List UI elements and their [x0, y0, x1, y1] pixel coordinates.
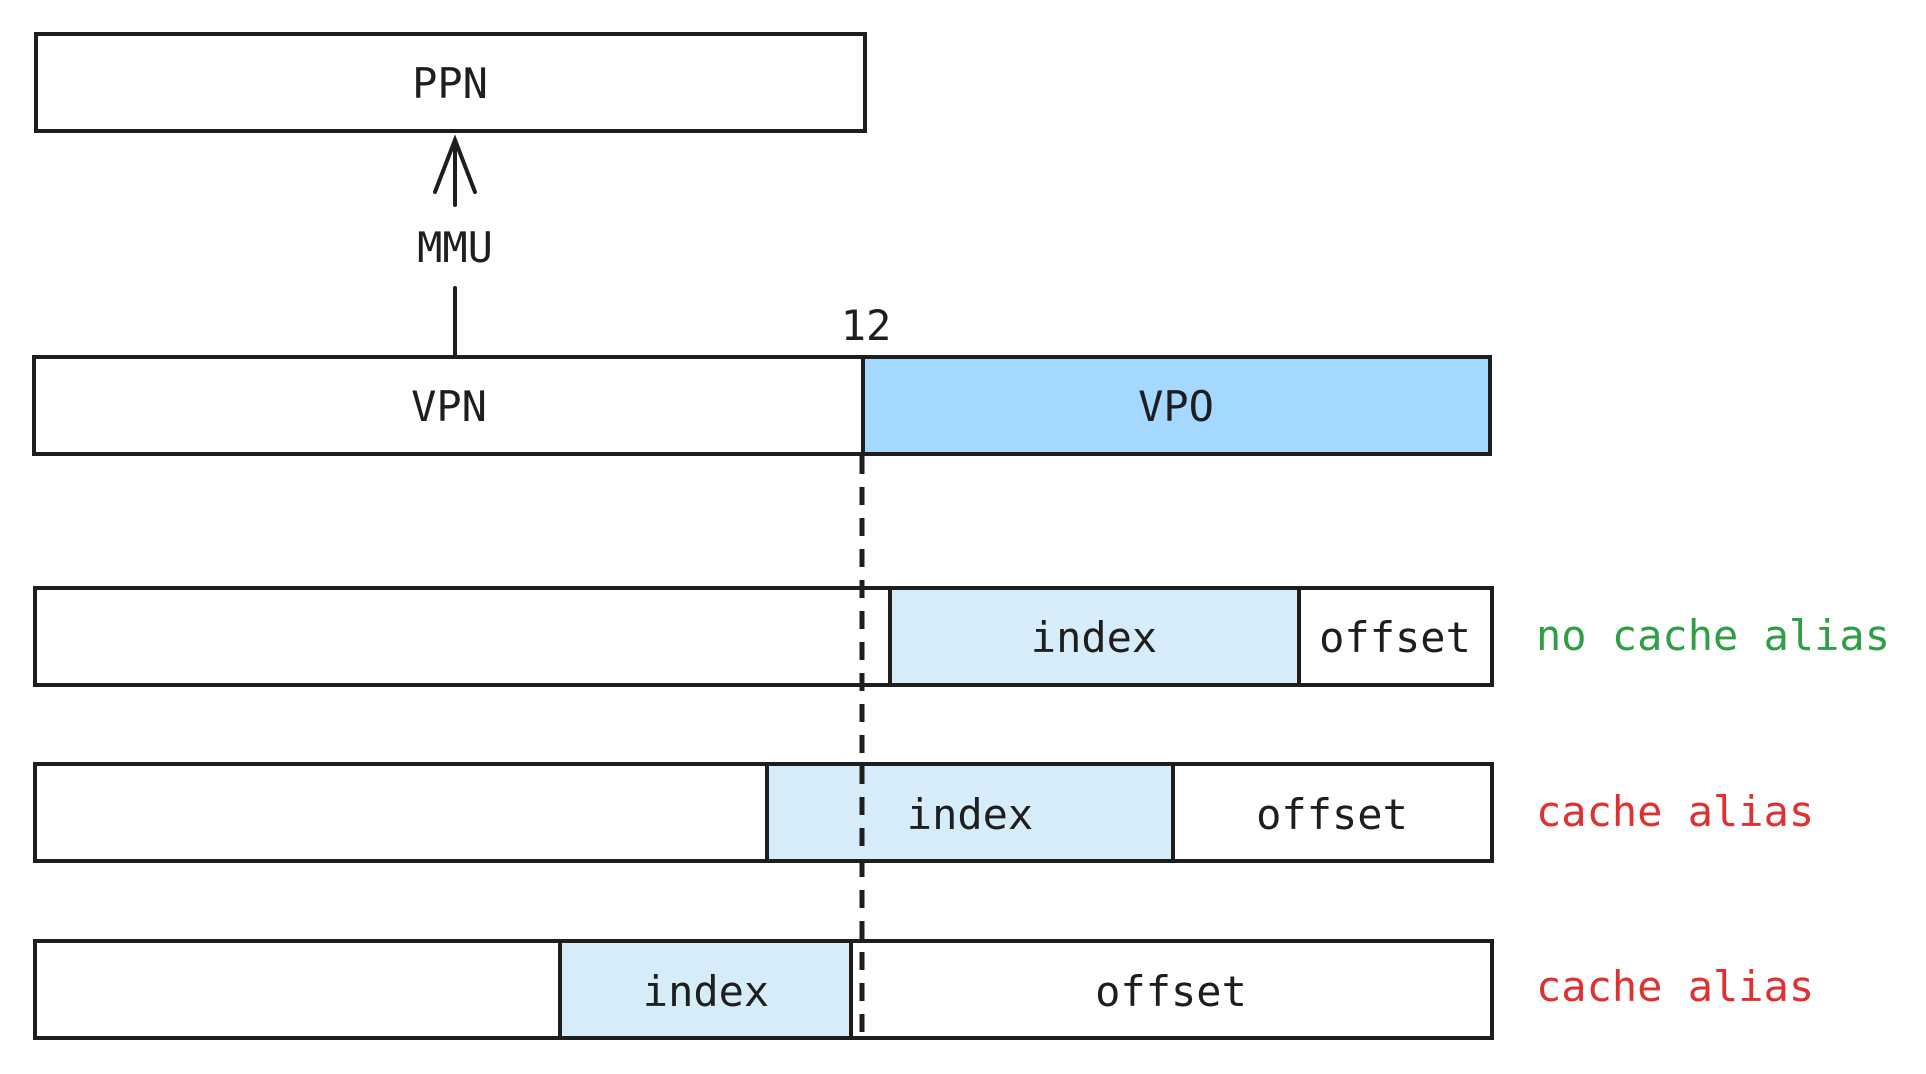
status-label: cache alias — [1536, 787, 1814, 836]
offset-field — [1171, 762, 1494, 863]
offset-field — [1297, 586, 1494, 687]
index-label: index — [643, 967, 769, 1016]
offset-label: offset — [1319, 613, 1471, 662]
ppn-label: PPN — [412, 59, 488, 108]
mmu-arrow — [433, 134, 477, 358]
cache-address-row-3: index offset cache alias — [33, 939, 1814, 1040]
offset-label: offset — [1095, 967, 1247, 1016]
tag-field — [33, 939, 562, 1040]
cache-address-row-2: index offset cache alias — [33, 762, 1814, 863]
virtual-address: VPN VPO — [32, 355, 1492, 456]
vpn-label: VPN — [411, 382, 487, 431]
tag-field — [33, 586, 892, 687]
index-field — [558, 939, 853, 1040]
offset-label: offset — [1256, 790, 1408, 839]
index-field — [765, 762, 1175, 863]
status-label: no cache alias — [1536, 611, 1890, 660]
index-label: index — [1031, 613, 1157, 662]
vpn-field — [32, 355, 865, 456]
ppn-field: PPN — [34, 32, 867, 133]
mmu-label: MMU — [417, 223, 493, 272]
status-label: cache alias — [1536, 962, 1814, 1011]
index-field — [888, 586, 1301, 687]
vpo-field — [861, 355, 1492, 456]
bit-12-label: 12 — [841, 301, 892, 350]
cache-address-row-1: index offset no cache alias — [33, 586, 1890, 687]
vpo-label: VPO — [1138, 382, 1214, 431]
offset-field — [849, 939, 1494, 1040]
tag-field — [33, 762, 769, 863]
index-label: index — [907, 790, 1033, 839]
